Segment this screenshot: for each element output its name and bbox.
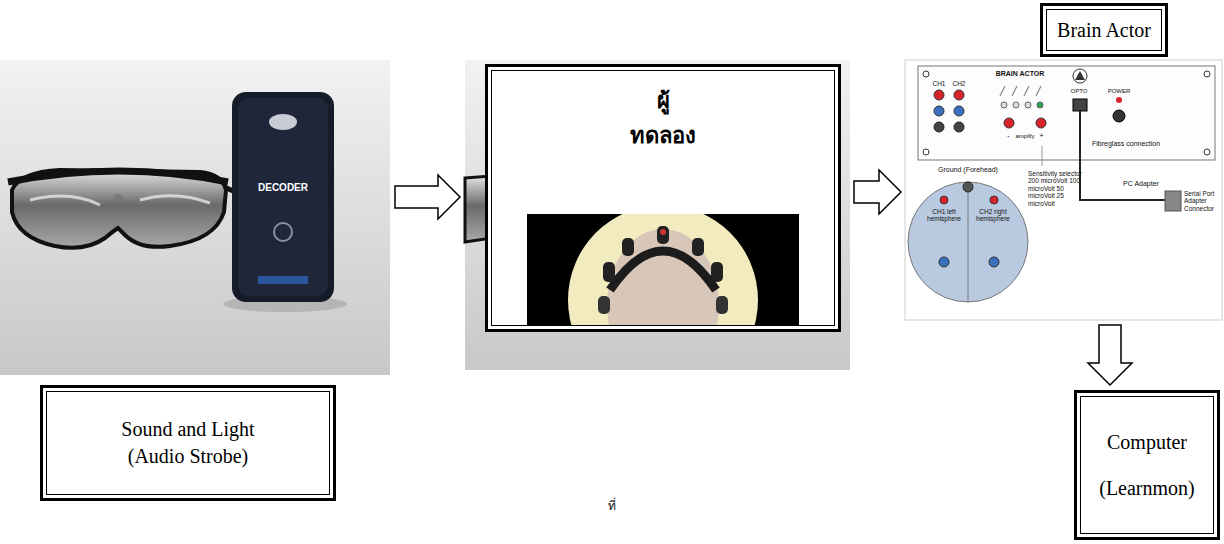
caption-box: Sound and Light (Audio Strobe) xyxy=(40,385,336,501)
figure-caption: ที่ xyxy=(600,500,624,514)
participant-photo xyxy=(465,60,850,395)
control-sign: - xyxy=(1004,132,1013,140)
device-name: BRAIN ACTOR xyxy=(990,70,1050,78)
electrode-label: CH2 right hemisphere xyxy=(972,208,1014,223)
node-text: Brain Actor xyxy=(1057,18,1151,42)
channel-label: CH1 xyxy=(929,80,949,87)
head-image xyxy=(527,214,799,325)
sensitivity-note: Sensitivity selector 200 microVolt 100 m… xyxy=(1028,170,1092,207)
participant-box: ผู้ ทดลอง xyxy=(485,64,841,332)
switch-label: POWER xyxy=(1104,88,1134,95)
strobe-photo xyxy=(0,60,390,375)
electrode-label: Ground (Forehead) xyxy=(918,166,1018,174)
electrode-label: CH1 left hemisphere xyxy=(924,208,964,223)
adapter-label: Serial Port Adapter Connector xyxy=(1184,190,1222,212)
connection-label: Fibreglass connection xyxy=(1092,140,1178,148)
block-arrow xyxy=(395,175,460,219)
node-text: Computer (Learnmon) xyxy=(1092,419,1202,511)
control-sign: + xyxy=(1037,132,1046,140)
port-label: OPTO xyxy=(1064,88,1094,95)
block-arrow xyxy=(854,170,901,214)
device-title-box: Brain Actor xyxy=(1040,3,1168,57)
node-text: Sound and Light (Audio Strobe) xyxy=(101,416,276,470)
block-arrow xyxy=(1088,325,1132,385)
node-text: ผู้ ทดลอง xyxy=(627,83,699,153)
device-brand-text: DECODER xyxy=(248,182,318,194)
device-drawing xyxy=(905,60,1222,320)
control-label: amplify xyxy=(1013,133,1037,140)
adapter-label: PC Adapter xyxy=(1118,180,1164,188)
computer-box: Computer (Learnmon) xyxy=(1074,390,1220,540)
channel-label: CH2 xyxy=(949,80,969,87)
